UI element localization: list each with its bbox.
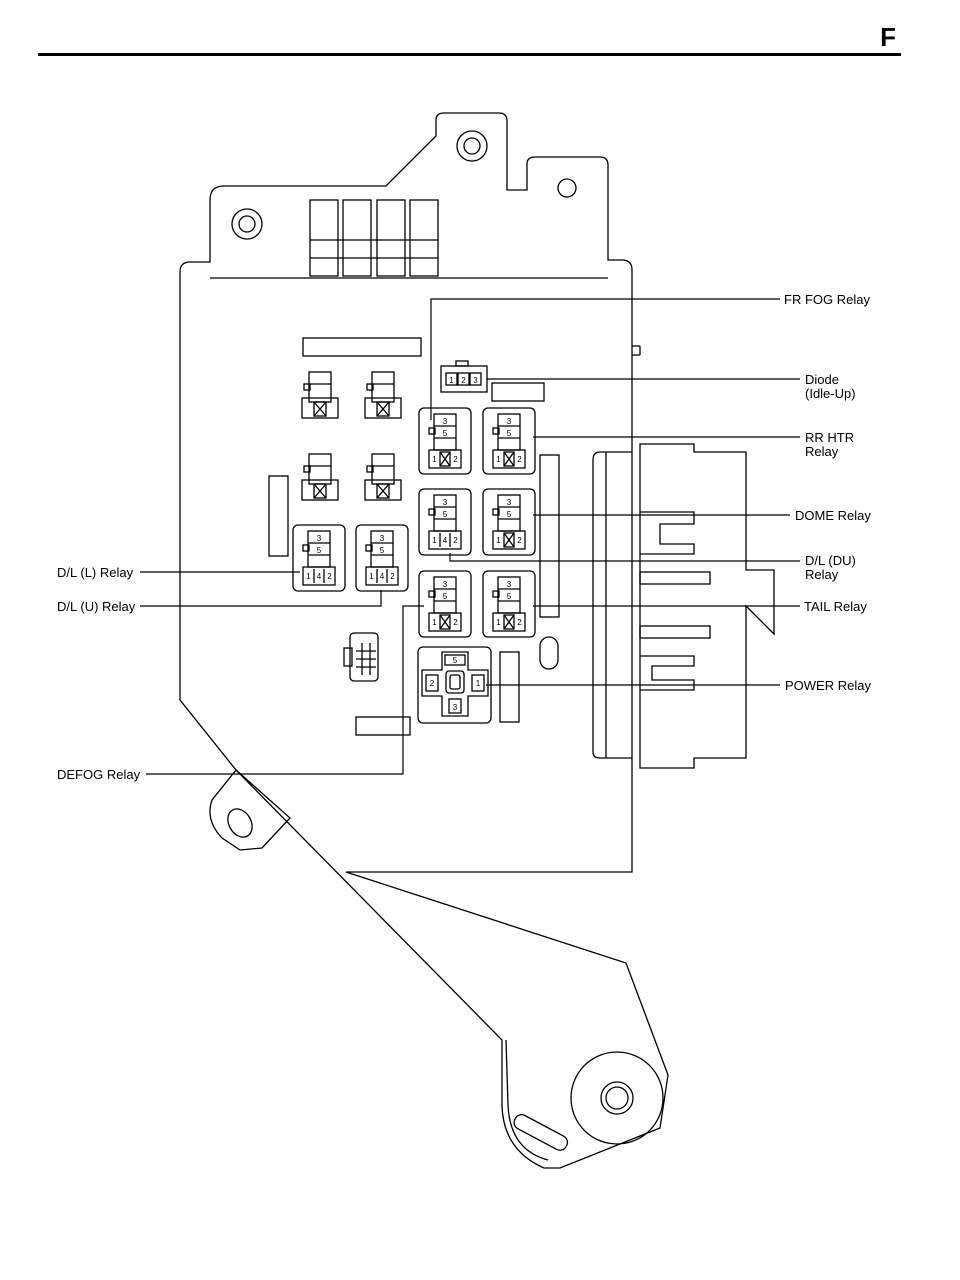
lower-tab xyxy=(209,769,291,851)
pin-label: 1 xyxy=(432,536,437,545)
callout-dl-du: D/L (DU)Relay xyxy=(805,553,856,582)
pin-label: 2 xyxy=(453,536,458,545)
pin-label: 3 xyxy=(443,580,448,589)
pin-label: 4 xyxy=(317,572,322,581)
callout-diode: Diode(Idle-Up) xyxy=(805,372,856,401)
pin-label: 3 xyxy=(443,417,448,426)
pin-label: 1 xyxy=(496,536,501,545)
callout-tail: TAIL Relay xyxy=(804,599,867,614)
callout-fr-fog: FR FOG Relay xyxy=(784,292,870,307)
relay-fr-fog: 3 5 1 2 xyxy=(418,407,472,475)
header-rule xyxy=(38,53,901,56)
leader-dl-du xyxy=(449,553,800,562)
callout-dl-u: D/L (U) Relay xyxy=(57,599,136,614)
spare-relay-4 xyxy=(364,453,402,501)
leader-fr-fog xyxy=(430,298,780,420)
pin-label: 2 xyxy=(390,572,395,581)
callout-power: POWER Relay xyxy=(785,678,871,693)
diode-pin: 3 xyxy=(473,376,478,385)
pin-label: 1 xyxy=(496,455,501,464)
callout-dome: DOME Relay xyxy=(795,508,871,523)
pin-label: 1 xyxy=(369,572,374,581)
pin-label: 3 xyxy=(380,534,385,543)
diode-pin: 1 xyxy=(449,376,454,385)
pin-label: 1 xyxy=(306,572,311,581)
power-pin-bottom: 3 xyxy=(453,703,458,712)
pin-label: 3 xyxy=(507,417,512,426)
pin-label: 3 xyxy=(317,534,322,543)
spare-relay-1 xyxy=(301,371,339,419)
pin-label: 1 xyxy=(432,455,437,464)
mount-boss xyxy=(570,1051,664,1145)
pin-label: 4 xyxy=(443,536,448,545)
pin-label: 5 xyxy=(443,429,448,438)
side-connector xyxy=(343,632,379,682)
pin-label: 5 xyxy=(507,592,512,601)
leader-defog xyxy=(146,605,424,775)
right-connector xyxy=(592,443,775,769)
housing-body xyxy=(179,112,669,1169)
pin-label: 2 xyxy=(517,618,522,627)
pin-label: 5 xyxy=(507,510,512,519)
pin-label: 3 xyxy=(507,580,512,589)
power-relay: 5 2 1 3 xyxy=(417,646,492,724)
power-pin-left: 2 xyxy=(430,679,435,688)
pin-label: 2 xyxy=(453,618,458,627)
relay-dome: 3 5 1 2 xyxy=(482,488,536,556)
bracket-slot xyxy=(513,1114,569,1151)
pin-label: 1 xyxy=(432,618,437,627)
diode-connector: 1 2 3 xyxy=(440,360,488,393)
pin-label: 2 xyxy=(327,572,332,581)
pin-label: 2 xyxy=(453,455,458,464)
pin-label: 5 xyxy=(507,429,512,438)
diode-pin: 2 xyxy=(461,376,466,385)
pin-label: 1 xyxy=(496,618,501,627)
leader-lines xyxy=(140,298,800,775)
spare-relay-2 xyxy=(364,371,402,419)
pin-label: 5 xyxy=(317,546,322,555)
power-pin-right: 1 xyxy=(476,679,481,688)
relay-rr-htr: 3 5 1 2 xyxy=(482,407,536,475)
top-fuse-grid xyxy=(309,199,439,277)
callout-defog: DEFOG Relay xyxy=(57,767,141,782)
section-letter: F xyxy=(880,22,896,52)
pin-label: 4 xyxy=(380,572,385,581)
pin-label: 3 xyxy=(507,498,512,507)
spare-relay-3 xyxy=(301,453,339,501)
pin-label: 2 xyxy=(517,536,522,545)
relay-tail: 3 5 1 2 xyxy=(482,570,536,638)
pin-label: 5 xyxy=(443,592,448,601)
bracket-inner xyxy=(505,1039,549,1161)
pin-label: 5 xyxy=(380,546,385,555)
housing-outline xyxy=(179,112,775,1169)
relay-defog: 3 5 1 2 xyxy=(418,570,472,638)
pin-label: 2 xyxy=(517,455,522,464)
leader-dl-u xyxy=(140,590,382,607)
lower-tab-slot xyxy=(227,808,253,838)
pin-label: 3 xyxy=(443,498,448,507)
pin-label: 5 xyxy=(443,510,448,519)
power-pin-top: 5 xyxy=(453,656,458,665)
callout-dl-l: D/L (L) Relay xyxy=(57,565,134,580)
